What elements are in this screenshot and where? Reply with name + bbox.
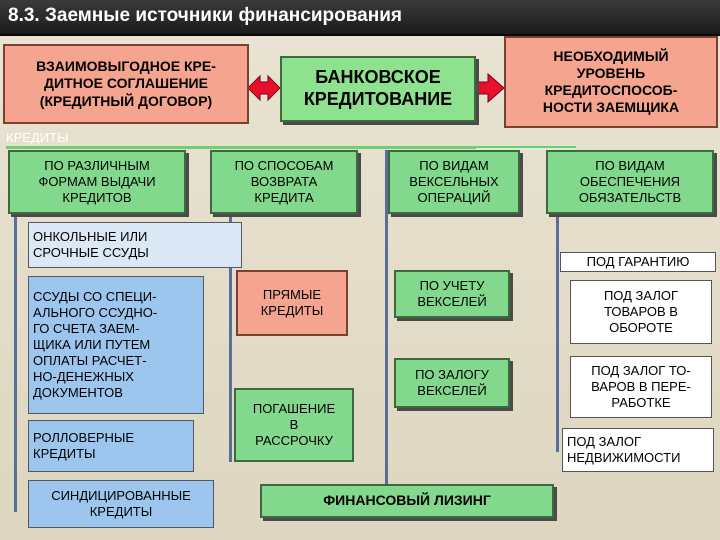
realty-pledge-box: ПОД ЗАЛОГ НЕДВИЖИМОСТИ — [562, 428, 714, 472]
financial-leasing-box: ФИНАНСОВЫЙ ЛИЗИНГ — [260, 484, 554, 518]
credit-agreement-box: ВЗАИМОВЫГОДНОЕ КРЕ- ДИТНОЕ СОГЛАШЕНИЕ (К… — [3, 44, 249, 124]
rollover-credits-box: РОЛЛОВЕРНЫЕ КРЕДИТЫ — [28, 420, 194, 472]
installment-box: ПОГАШЕНИЕ В РАССРОЧКУ — [234, 388, 354, 462]
special-account-loans-box: ССУДЫ СО СПЕЦИ- АЛЬНОГО ССУДНО- ГО СЧЕТА… — [28, 276, 204, 414]
goods-turnover-pledge-box: ПОД ЗАЛОГ ТОВАРОВ В ОБОРОТЕ — [570, 280, 712, 344]
forms-trunk-line — [14, 212, 17, 512]
category-security: ПО ВИДАМ ОБЕСПЕЧЕНИЯ ОБЯЗАТЕЛЬСТВ — [546, 150, 714, 214]
guarantee-box: ПОД ГАРАНТИЮ — [560, 252, 716, 272]
arrow-right — [475, 72, 505, 104]
credits-underline-right — [476, 148, 576, 150]
security-trunk-line — [556, 212, 559, 452]
category-bills: ПО ВИДАМ ВЕКСЕЛЬНЫХ ОПЕРАЦИЙ — [388, 150, 520, 214]
credits-underline — [6, 146, 576, 149]
oncall-loans-box: ОНКОЛЬНЫЕ ИЛИ СРОЧНЫЕ ССУДЫ — [28, 222, 242, 268]
bills-trunk-line — [385, 150, 388, 490]
slide-title: 8.3. Заемные источники финансирования — [8, 5, 402, 26]
creditworthiness-box: НЕОБХОДИМЫЙ УРОВЕНЬ КРЕДИТОСПОСОБ- НОСТИ… — [504, 36, 718, 128]
credits-label: КРЕДИТЫ — [6, 130, 69, 146]
category-forms: ПО РАЗЛИЧНЫМ ФОРМАМ ВЫДАЧИ КРЕДИТОВ — [8, 150, 186, 214]
goods-processing-pledge-box: ПОД ЗАЛОГ ТО- ВАРОВ В ПЕРЕ- РАБОТКЕ — [570, 356, 712, 418]
double-arrow-left — [247, 74, 281, 102]
syndicated-credits-box: СИНДИЦИРОВАННЫЕ КРЕДИТЫ — [28, 480, 214, 528]
repayment-trunk-line — [229, 212, 232, 462]
bill-discount-box: ПО УЧЕТУ ВЕКСЕЛЕЙ — [394, 270, 510, 318]
title-bar: 8.3. Заемные источники финансирования — [0, 0, 720, 36]
category-repayment: ПО СПОСОБАМ ВОЗВРАТА КРЕДИТА — [210, 150, 358, 214]
bill-pledge-box: ПО ЗАЛОГУ ВЕКСЕЛЕЙ — [394, 358, 510, 408]
bank-lending-box: БАНКОВСКОЕ КРЕДИТОВАНИЕ — [280, 56, 476, 122]
direct-credits-box: ПРЯМЫЕ КРЕДИТЫ — [236, 270, 348, 336]
